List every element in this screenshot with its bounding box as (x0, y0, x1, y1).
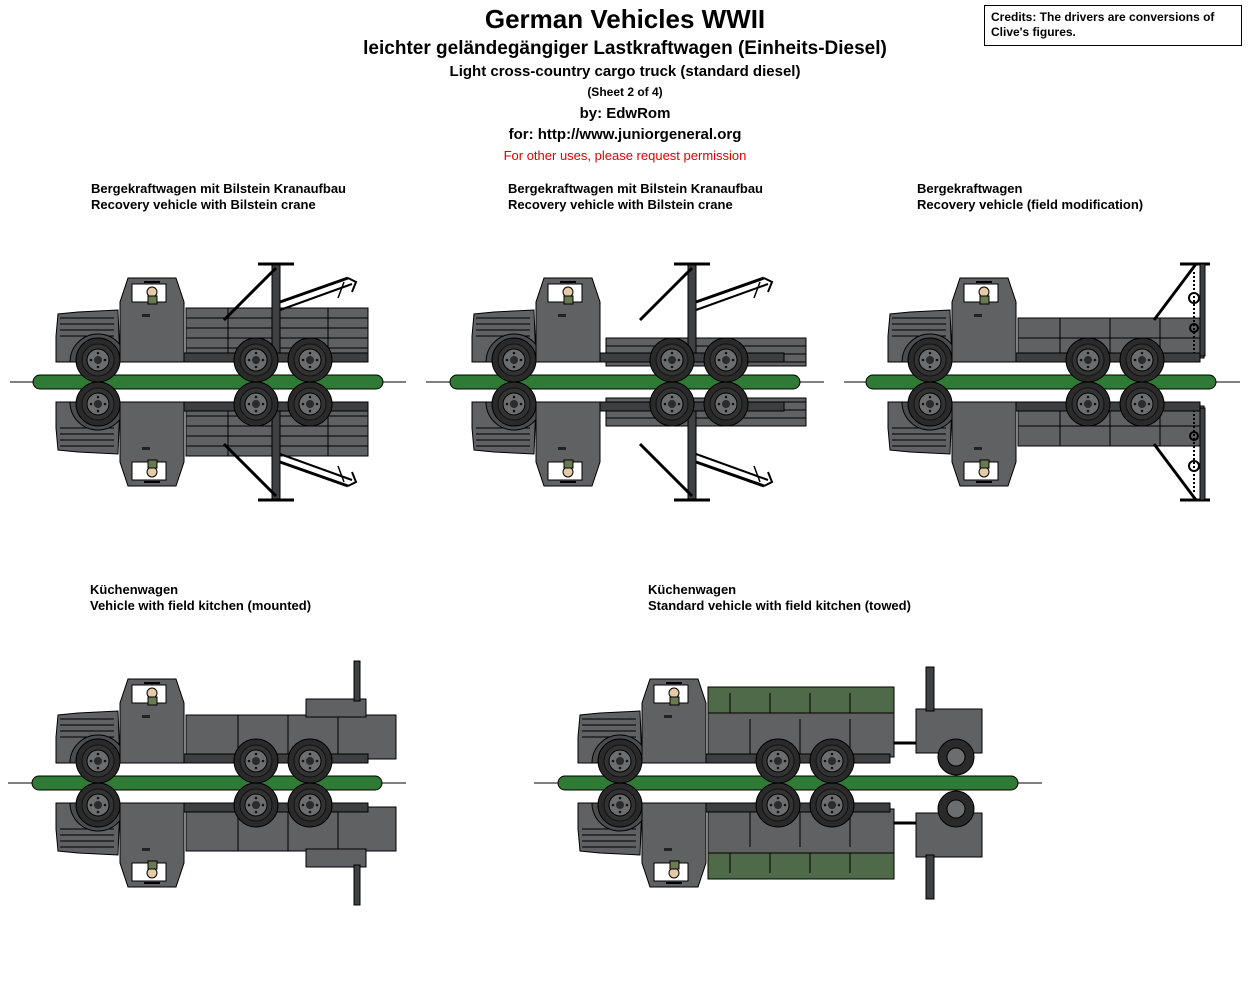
vehicle-5-kitchen-towed (534, 665, 1042, 901)
subtitle-english: Light cross-country cargo truck (standar… (449, 63, 801, 80)
credits-line-1: Credits: The drivers are conversions of (991, 10, 1215, 24)
vehicle-4-kitchen-mounted (8, 660, 406, 906)
caption-german: Bergekraftwagen mit Bilstein Kranaufbau (508, 181, 763, 196)
subtitle-german: leichter geländegängiger Lastkraftwagen … (363, 38, 887, 59)
caption-english: Recovery vehicle (field modification) (917, 197, 1144, 212)
credits-line-2: Clive's figures. (991, 25, 1076, 39)
caption-german: Bergekraftwagen (917, 181, 1023, 196)
caption-vehicle-5: Küchenwagen Standard vehicle with field … (648, 582, 911, 614)
permission-note: For other uses, please request permissio… (503, 148, 747, 163)
page-title: German Vehicles WWII (484, 4, 766, 34)
caption-german: Küchenwagen (90, 582, 179, 597)
author-line: by: EdwRom (579, 105, 671, 122)
vehicle-1-recovery-crane (10, 262, 406, 502)
sheet-number: (Sheet 2 of 4) (587, 85, 663, 99)
caption-vehicle-1: Bergekraftwagen mit Bilstein Kranaufbau … (91, 181, 346, 213)
caption-english: Vehicle with field kitchen (mounted) (90, 598, 312, 613)
caption-german: Küchenwagen (648, 582, 737, 597)
caption-german: Bergekraftwagen mit Bilstein Kranaufbau (91, 181, 346, 196)
caption-english: Recovery vehicle with Bilstein crane (508, 197, 733, 212)
caption-english: Standard vehicle with field kitchen (tow… (648, 598, 911, 613)
vehicle-2-recovery-crane (426, 262, 824, 502)
site-line: for: http://www.juniorgeneral.org (508, 126, 742, 143)
caption-vehicle-4: Küchenwagen Vehicle with field kitchen (… (90, 582, 311, 614)
vehicle-3-recovery-field (844, 262, 1240, 502)
caption-english: Recovery vehicle with Bilstein crane (91, 197, 316, 212)
caption-vehicle-2: Bergekraftwagen mit Bilstein Kranaufbau … (508, 181, 763, 213)
credits-box: Credits: The drivers are conversions of … (984, 5, 1242, 46)
caption-vehicle-3: Bergekraftwagen Recovery vehicle (field … (917, 181, 1143, 213)
